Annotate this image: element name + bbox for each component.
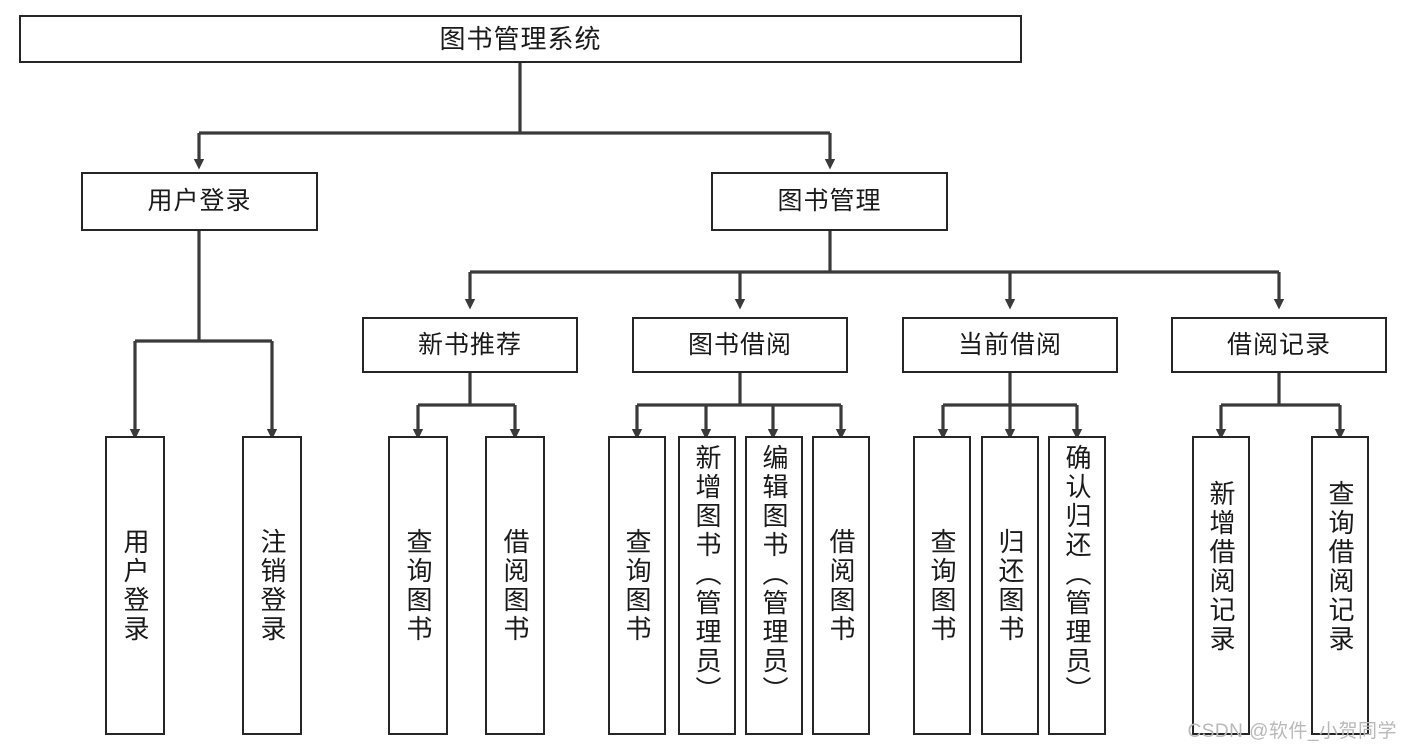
leaf-user-login[interactable]: 用户登录: [105, 436, 165, 735]
leaf-logout-login[interactable]: 注销登录: [242, 436, 302, 735]
node-label: 新增图书（管理员）: [692, 444, 722, 705]
leaf-add-record[interactable]: 新增借阅记录: [1192, 436, 1250, 735]
leaf-confirm-return[interactable]: 确认归还（管理员）: [1048, 436, 1106, 735]
node-root-system[interactable]: 图书管理系统: [19, 15, 1022, 63]
watermark: CSDN @软件_小贺同学: [1187, 721, 1397, 742]
node-borrow-record[interactable]: 借阅记录: [1171, 317, 1387, 373]
node-label: 图书管理: [777, 187, 882, 215]
node-label: 查询图书: [927, 528, 957, 644]
node-label: 查询借阅记录: [1325, 480, 1355, 654]
node-label: 注销登录: [257, 528, 287, 644]
leaf-return-book[interactable]: 归还图书: [981, 436, 1039, 735]
node-label: 借阅图书: [826, 528, 856, 644]
node-label: 图书借阅: [687, 330, 792, 359]
node-label: 图书管理系统: [439, 23, 602, 54]
leaf-query-book-2[interactable]: 查询图书: [608, 436, 666, 735]
node-label: 借阅记录: [1226, 330, 1331, 359]
node-label: 用户登录: [120, 528, 150, 644]
leaf-add-book[interactable]: 新增图书（管理员）: [678, 436, 736, 735]
node-label: 新增借阅记录: [1206, 480, 1236, 654]
node-label: 归还图书: [995, 528, 1025, 644]
leaf-query-book-3[interactable]: 查询图书: [913, 436, 971, 735]
node-label: 编辑图书（管理员）: [759, 444, 789, 705]
leaf-borrow-book-2[interactable]: 借阅图书: [812, 436, 870, 735]
node-label: 用户登录: [147, 187, 252, 215]
node-new-book-recommend[interactable]: 新书推荐: [362, 317, 578, 373]
node-user-login[interactable]: 用户登录: [81, 172, 318, 231]
leaf-query-book-1[interactable]: 查询图书: [388, 436, 448, 735]
node-book-borrow[interactable]: 图书借阅: [632, 317, 848, 373]
node-label: 查询图书: [622, 528, 652, 644]
node-label: 借阅图书: [500, 528, 530, 644]
leaf-borrow-book-1[interactable]: 借阅图书: [485, 436, 545, 735]
node-label: 新书推荐: [417, 330, 522, 359]
leaf-edit-book[interactable]: 编辑图书（管理员）: [745, 436, 803, 735]
node-label: 确认归还（管理员）: [1062, 444, 1092, 705]
node-book-manage[interactable]: 图书管理: [711, 172, 948, 231]
leaf-query-record[interactable]: 查询借阅记录: [1311, 436, 1369, 735]
node-label: 当前借阅: [957, 330, 1062, 359]
node-current-borrow[interactable]: 当前借阅: [902, 317, 1118, 373]
node-label: 查询图书: [403, 528, 433, 644]
